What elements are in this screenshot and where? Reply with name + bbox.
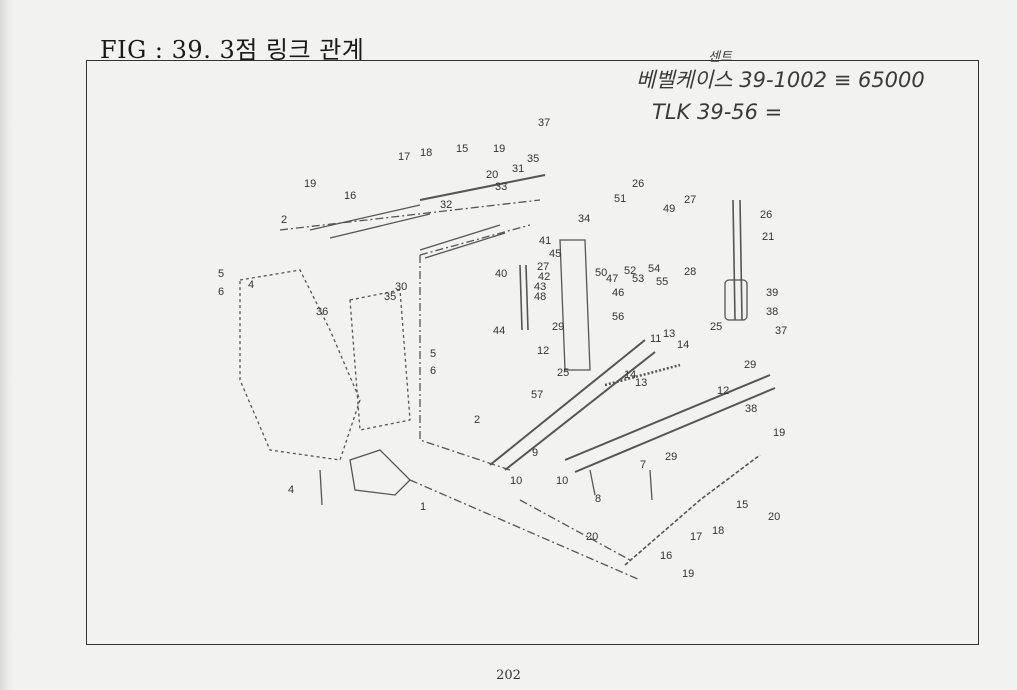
part-callout-35: 35 xyxy=(384,291,396,303)
part-callout-8: 8 xyxy=(595,493,601,505)
part-callout-53: 53 xyxy=(632,273,644,285)
part-callout-57: 57 xyxy=(531,389,543,401)
part-callout-56: 56 xyxy=(612,311,624,323)
part-callout-15: 15 xyxy=(736,499,748,511)
part-callout-4: 4 xyxy=(248,279,254,291)
part-callout-44: 44 xyxy=(493,325,505,337)
scan-edge-shadow xyxy=(0,0,14,690)
part-callout-37: 37 xyxy=(538,117,550,129)
part-callout-6: 6 xyxy=(430,365,436,377)
part-callout-20: 20 xyxy=(486,169,498,181)
part-callout-5: 5 xyxy=(218,268,224,280)
part-callout-20: 20 xyxy=(586,531,598,543)
part-callout-51: 51 xyxy=(614,193,626,205)
part-callout-1: 1 xyxy=(420,501,426,513)
part-callout-39: 39 xyxy=(766,287,778,299)
part-callout-28: 28 xyxy=(684,266,696,278)
part-callout-5: 5 xyxy=(430,348,436,360)
part-callout-10: 10 xyxy=(510,475,522,487)
part-callout-19: 19 xyxy=(773,427,785,439)
part-callout-14: 14 xyxy=(624,369,636,381)
part-callout-25: 25 xyxy=(557,367,569,379)
handwritten-note-line1: 베벨케이스 39-1002 ≡ 65000 xyxy=(636,68,925,92)
part-callout-13: 13 xyxy=(663,328,675,340)
part-callout-2: 2 xyxy=(474,414,480,426)
figure-title: FIG : 39. 3점 링크 관계 xyxy=(100,36,365,64)
part-callout-12: 12 xyxy=(717,385,729,397)
part-callout-38: 38 xyxy=(766,306,778,318)
part-callout-7: 7 xyxy=(640,459,646,471)
part-callout-45: 45 xyxy=(549,248,561,260)
part-callout-10: 10 xyxy=(556,475,568,487)
part-callout-30: 30 xyxy=(395,281,407,293)
part-callout-38: 38 xyxy=(745,403,757,415)
part-callout-43: 43 xyxy=(534,281,546,293)
part-callout-46: 46 xyxy=(612,287,624,299)
part-callout-54: 54 xyxy=(648,263,660,275)
part-callout-17: 17 xyxy=(690,531,702,543)
part-callout-36: 36 xyxy=(316,306,328,318)
diagram-frame xyxy=(86,60,979,645)
part-callout-12: 12 xyxy=(537,345,549,357)
part-callout-47: 47 xyxy=(606,273,618,285)
part-callout-13: 13 xyxy=(635,377,647,389)
part-callout-16: 16 xyxy=(660,550,672,562)
part-callout-29: 29 xyxy=(552,321,564,333)
part-callout-4: 4 xyxy=(288,484,294,496)
part-callout-33: 33 xyxy=(495,181,507,193)
part-callout-17: 17 xyxy=(398,151,410,163)
part-callout-34: 34 xyxy=(578,213,590,225)
part-callout-29: 29 xyxy=(665,451,677,463)
part-callout-27: 27 xyxy=(537,261,549,273)
part-callout-25: 25 xyxy=(710,321,722,333)
part-callout-50: 50 xyxy=(595,267,607,279)
part-callout-26: 26 xyxy=(632,178,644,190)
part-callout-18: 18 xyxy=(420,147,432,159)
part-callout-21: 21 xyxy=(762,231,774,243)
part-callout-2: 2 xyxy=(281,214,287,226)
part-callout-48: 48 xyxy=(534,291,546,303)
part-callout-31: 31 xyxy=(512,163,524,175)
part-callout-20: 20 xyxy=(768,511,780,523)
part-callout-9: 9 xyxy=(532,447,538,459)
part-callout-6: 6 xyxy=(218,286,224,298)
part-callout-19: 19 xyxy=(682,568,694,580)
part-callout-52: 52 xyxy=(624,265,636,277)
part-callout-15: 15 xyxy=(456,143,468,155)
part-callout-49: 49 xyxy=(663,203,675,215)
part-callout-18: 18 xyxy=(712,525,724,537)
part-callout-32: 32 xyxy=(440,199,452,211)
part-callout-42: 42 xyxy=(538,271,550,283)
part-callout-19: 19 xyxy=(304,178,316,190)
part-callout-41: 41 xyxy=(539,235,551,247)
part-callout-16: 16 xyxy=(344,190,356,202)
part-callout-11: 11 xyxy=(650,333,661,345)
part-callout-29: 29 xyxy=(744,359,756,371)
part-callout-19: 19 xyxy=(493,143,505,155)
part-callout-27: 27 xyxy=(684,194,696,206)
part-callout-55: 55 xyxy=(656,276,668,288)
handwritten-note-line2: TLK 39-56 = xyxy=(652,100,783,124)
part-callout-26: 26 xyxy=(760,209,772,221)
handwritten-note-small: 센트 xyxy=(708,50,732,65)
part-callout-14: 14 xyxy=(677,339,689,351)
diagram-linework xyxy=(239,174,776,581)
part-callout-40: 40 xyxy=(495,268,507,280)
page-number: 202 xyxy=(496,668,521,683)
part-callout-35: 35 xyxy=(527,153,539,165)
part-callout-37: 37 xyxy=(775,325,787,337)
